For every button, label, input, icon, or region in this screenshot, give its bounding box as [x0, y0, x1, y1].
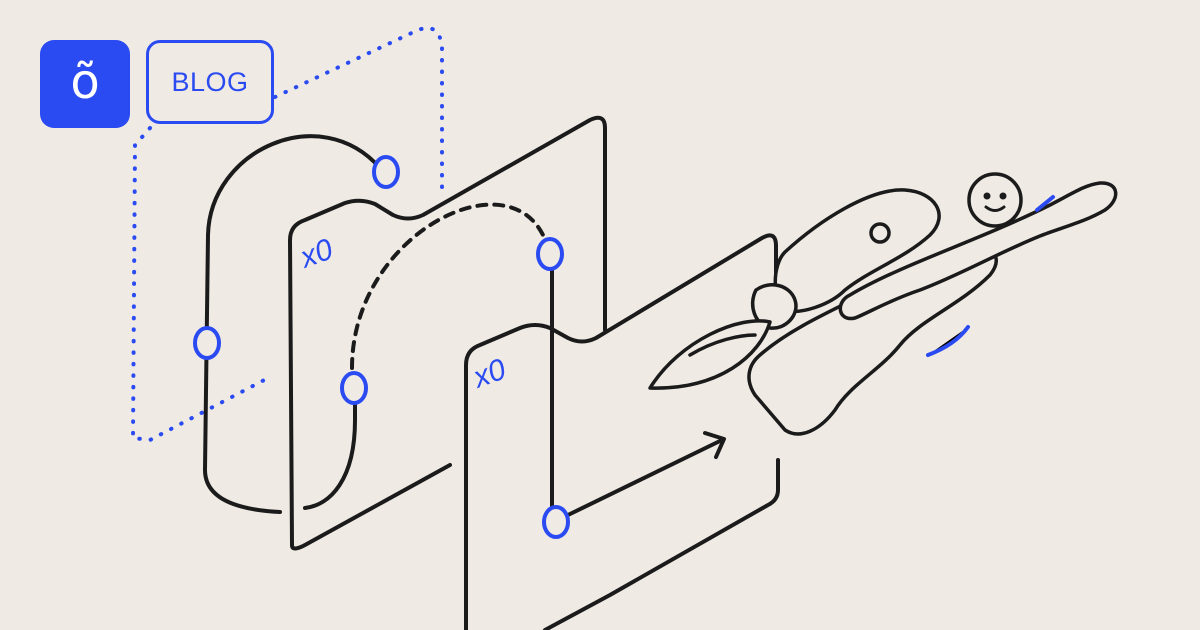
- logo-mark-icon[interactable]: õ: [40, 40, 130, 128]
- superhero-figure-icon: [648, 172, 1118, 436]
- nodes: [193, 155, 570, 539]
- blog-badge-label: BLOG: [171, 66, 249, 97]
- back-panel: [288, 115, 607, 551]
- dotted-frame: [130, 26, 444, 443]
- logo-glyph: õ: [70, 54, 100, 110]
- arrow: [566, 431, 726, 517]
- back-panel-mark: x0: [294, 233, 337, 276]
- motion-lines: [926, 195, 1055, 357]
- outer-arc: [202, 134, 382, 514]
- front-panel-mark: x0: [467, 353, 510, 396]
- front-panel: [464, 233, 780, 630]
- blog-badge[interactable]: BLOG: [146, 40, 274, 124]
- face: [983, 192, 1007, 212]
- inner-curve: [303, 388, 357, 510]
- dashed-arc: [350, 202, 550, 370]
